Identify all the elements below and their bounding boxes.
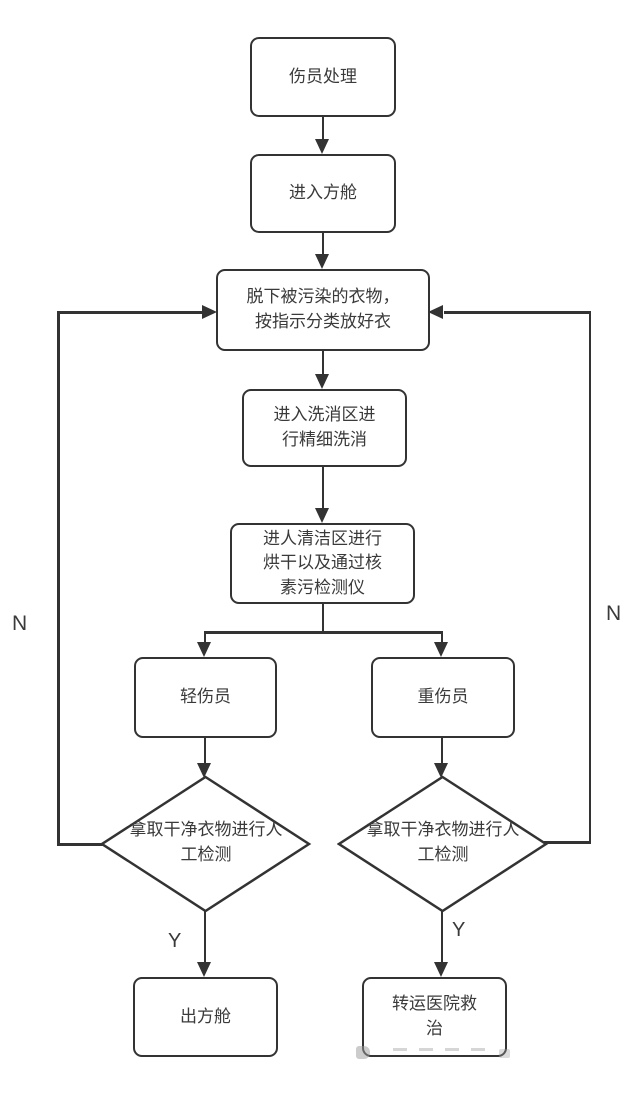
arrowhead-icon: [433, 962, 448, 977]
node-severe-casualty: 重伤员: [371, 657, 515, 738]
arrowhead-icon: [196, 642, 211, 657]
edge-split-to-light: [203, 631, 206, 644]
edge-left-loop-top: [57, 311, 204, 314]
edge-left-loop-vertical: [57, 312, 60, 845]
edge-label-no-right: N: [606, 602, 622, 625]
edge-start-to-enter: [321, 117, 324, 141]
arrowhead-icon: [314, 139, 329, 154]
edge-undress-to-wash: [321, 351, 324, 376]
edge-right-loop-top: [444, 311, 591, 314]
edge-wash-to-clean: [321, 467, 324, 510]
edge-severe-to-check: [440, 738, 443, 765]
node-wash: 进入洗消区进 行精细洗消: [242, 389, 407, 467]
node-light-casualty-label: 轻伤员: [180, 687, 231, 707]
node-transfer-hospital: 转运医院救 治: [362, 977, 507, 1057]
node-severe-casualty-label: 重伤员: [417, 687, 469, 707]
edge-check-to-exit: [203, 911, 206, 964]
node-transfer-hospital-label: 转运医院救 治: [392, 994, 477, 1038]
node-exit-cabin-label: 出方舱: [180, 1006, 231, 1026]
node-start-label: 伤员处理: [289, 66, 357, 86]
arrowhead-icon: [428, 304, 443, 319]
node-undress-label: 脱下被污染的衣物， 按指示分类放好衣: [246, 287, 400, 331]
arrowhead-icon: [314, 508, 329, 523]
edge-right-loop-bottom: [544, 841, 591, 844]
arrowhead-icon: [314, 374, 329, 389]
edge-label-yes-right: Y: [452, 919, 466, 941]
edge-enter-to-undress: [321, 233, 324, 256]
edge-split-to-severe: [440, 631, 443, 644]
node-wash-label: 进入洗消区进 行精细洗消: [273, 405, 376, 449]
edge-split-horizontal: [204, 631, 443, 634]
node-enter-cabin: 进入方舱: [250, 154, 396, 233]
node-light-casualty: 轻伤员: [134, 657, 277, 738]
decision-diamond-right: [337, 775, 549, 913]
node-start: 伤员处理: [250, 37, 396, 117]
edge-right-loop-vertical: [588, 312, 591, 843]
arrowhead-icon: [314, 254, 329, 269]
decision-left-label: 拿取干净衣物进行人 工检测: [129, 820, 283, 864]
edge-left-loop-bottom: [57, 843, 104, 846]
edge-label-no-left: N: [12, 612, 28, 635]
watermark-smudge: [499, 1049, 510, 1058]
node-clean-dry-label: 进人清洁区进行 烘干以及通过核 素污检测仪: [263, 528, 382, 597]
watermark-smudge: [356, 1046, 370, 1059]
decision-right-label: 拿取干净衣物进行人 工检测: [366, 820, 520, 864]
arrowhead-icon: [202, 304, 217, 319]
node-enter-cabin-label: 进入方舱: [289, 183, 357, 203]
edge-label-yes-left: Y: [168, 930, 182, 952]
node-undress: 脱下被污染的衣物， 按指示分类放好衣: [216, 269, 430, 351]
edge-clean-to-split: [321, 604, 324, 633]
node-exit-cabin: 出方舱: [133, 977, 278, 1057]
arrowhead-icon: [433, 763, 448, 778]
arrowhead-icon: [196, 962, 211, 977]
edge-check-to-hospital: [440, 911, 443, 964]
watermark-dashes: [393, 1048, 488, 1051]
node-clean-dry: 进人清洁区进行 烘干以及通过核 素污检测仪: [230, 523, 415, 604]
arrowhead-icon: [196, 763, 211, 778]
arrowhead-icon: [433, 642, 448, 657]
edge-light-to-check: [203, 738, 206, 765]
decision-diamond-left: [100, 775, 312, 913]
